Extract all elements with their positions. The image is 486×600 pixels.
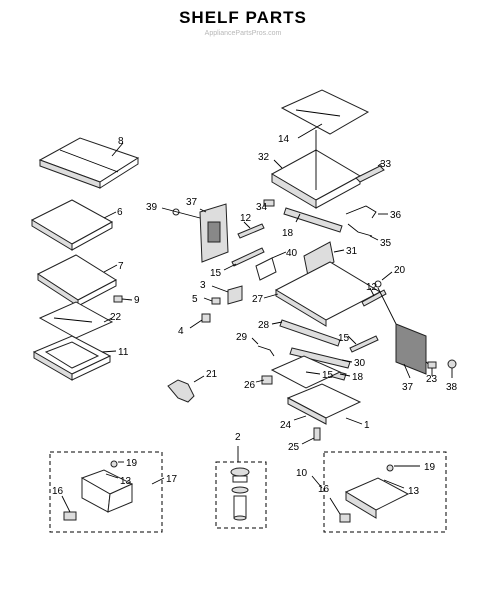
callout-16b: 16 (318, 484, 330, 495)
panel-37-right (395, 323, 427, 379)
tray-1 (286, 383, 363, 425)
callout-33: 33 (380, 159, 392, 170)
bracket-31 (303, 241, 345, 277)
callout-5: 5 (192, 294, 198, 305)
bracket-29 (251, 337, 275, 357)
callout-29: 29 (236, 332, 248, 343)
callout-11: 11 (118, 347, 129, 358)
rail-12b (361, 287, 387, 307)
glass-22 (38, 301, 114, 339)
callout-3: 3 (200, 280, 206, 291)
clip-26 (255, 375, 273, 385)
drawer-frame-15c (270, 355, 342, 389)
callout-21: 21 (206, 369, 218, 380)
pin-5 (203, 297, 221, 305)
callout-2: 2 (235, 432, 241, 443)
clip-23 (427, 361, 437, 376)
callout-17: 17 (166, 474, 178, 485)
callout-16a: 16 (52, 486, 64, 497)
callout-12a: 12 (240, 213, 252, 224)
shelf-6 (30, 199, 117, 251)
cover-27 (263, 261, 382, 327)
callout-27: 27 (252, 294, 264, 305)
frame-11 (32, 335, 117, 381)
watermark: AppliancePartsPros.com (204, 30, 282, 37)
callout-36: 36 (390, 210, 402, 221)
callout-28: 28 (258, 320, 270, 331)
rail-12a (237, 221, 265, 239)
callout-25: 25 (288, 442, 300, 453)
rail-15b (347, 335, 379, 353)
group-box-left (49, 451, 163, 533)
bin-left (61, 460, 165, 521)
hinge-36 (345, 205, 388, 219)
callout-14: 14 (278, 134, 290, 145)
rail-30 (289, 347, 353, 369)
callout-12b: 12 (366, 282, 378, 293)
screw-39 (161, 207, 201, 219)
callout-13a: 13 (120, 476, 132, 487)
callout-9: 9 (134, 295, 140, 306)
pin-25 (301, 427, 321, 445)
clip-34 (263, 199, 275, 207)
rail-28 (271, 319, 341, 347)
clip-9 (113, 295, 133, 303)
callout-30: 30 (354, 358, 366, 369)
hinge-35 (347, 223, 379, 241)
glass-14 (280, 89, 370, 139)
callout-19a: 19 (126, 458, 138, 469)
filter-2 (230, 446, 250, 521)
group-box-right (323, 451, 447, 533)
callout-24: 24 (280, 420, 292, 431)
callout-13b: 13 (408, 486, 420, 497)
callout-4: 4 (178, 326, 184, 337)
callout-38: 38 (446, 382, 458, 393)
rail-15a (223, 247, 265, 271)
callout-19b: 19 (424, 462, 436, 473)
bracket-3 (211, 285, 243, 305)
callout-15a: 15 (210, 268, 222, 279)
callout-7: 7 (118, 261, 124, 272)
page-title: SHELF PARTS (179, 8, 307, 27)
callout-15b: 15 (338, 333, 350, 344)
bin-right (311, 464, 420, 523)
pin-4 (189, 313, 211, 329)
callout-32: 32 (258, 152, 270, 163)
control-40 (255, 251, 287, 281)
callout-10: 10 (296, 468, 308, 479)
callout-34: 34 (256, 202, 268, 213)
strip-33 (355, 162, 385, 183)
callout-39: 39 (146, 202, 158, 213)
callout-37a: 37 (186, 197, 198, 208)
callout-40: 40 (286, 248, 298, 259)
shelf-8 (38, 137, 140, 189)
callout-18a: 18 (282, 228, 294, 239)
callout-31: 31 (346, 246, 358, 257)
callout-1: 1 (364, 420, 370, 431)
rail-18a (283, 207, 343, 233)
cap-38 (447, 359, 457, 378)
bracket-37-left (199, 203, 229, 263)
bracket-21 (167, 375, 205, 403)
callout-8: 8 (118, 136, 124, 147)
group-box-center (215, 461, 267, 529)
callout-6: 6 (117, 207, 123, 218)
callout-23: 23 (426, 374, 438, 385)
callout-15c: 15 (322, 370, 334, 381)
frame-32 (270, 130, 362, 209)
callout-26: 26 (244, 380, 256, 391)
callout-37b: 37 (402, 382, 414, 393)
callout-20: 20 (394, 265, 406, 276)
callout-35: 35 (380, 238, 392, 249)
shelf-7 (36, 254, 118, 307)
callout-22: 22 (110, 312, 122, 323)
callout-18b: 18 (352, 372, 364, 383)
rail-24 (293, 415, 307, 421)
